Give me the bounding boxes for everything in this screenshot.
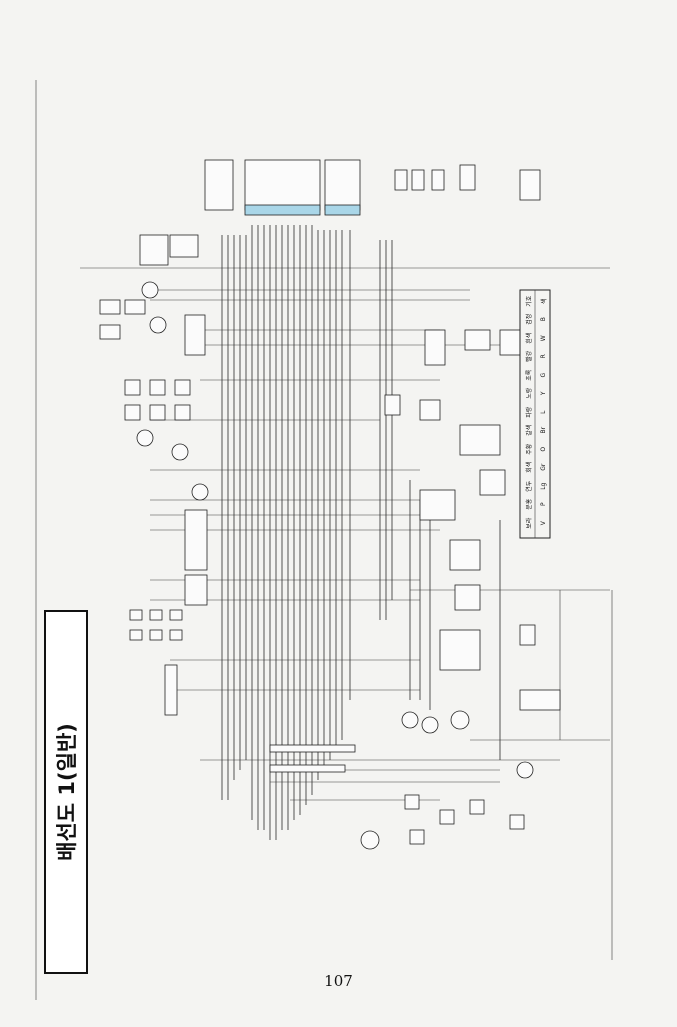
legend-cell: 갈색 [525,424,533,436]
page-title: 배선도 1(일반) [55,723,79,861]
wire-color-legend-table [519,289,551,539]
legend-cell: 초록 [525,369,533,381]
right-connector-a [394,169,408,191]
top-connector-3-highlight [324,204,361,216]
legend-cell: 검정 [525,314,533,326]
left-components [99,281,209,716]
legend-cell: 흰색 [525,332,533,344]
fuse-block [169,234,199,258]
right-harness [379,240,610,760]
relay-box [139,234,169,266]
top-connector-2 [244,159,321,211]
top-connector-3 [324,159,361,211]
right-connector-d [459,164,476,191]
page-number: 107 [324,972,353,990]
middle-right-components [384,329,561,734]
legend-cell: 보라 [525,517,533,529]
legend-header-cell: 기호 [525,295,533,307]
right-connector-e [519,169,541,201]
legend-cell: 분홍 [525,498,533,510]
legend-cell: 빨강 [525,351,533,363]
top-connector-1 [204,159,234,211]
right-connector-c [431,169,445,191]
right-connector-b [411,169,425,191]
top-connector-highlight [244,204,321,216]
bottom-components [269,744,534,850]
legend-cell: 회색 [525,461,533,473]
legend-cell: 파랑 [525,406,533,418]
legend-cell: 연두 [525,480,533,492]
legend-cell: 주황 [525,443,533,455]
title-box: 배선도 1(일반) [44,610,88,974]
legend-cell: 노랑 [525,388,533,400]
horizontal-wires [150,289,560,801]
